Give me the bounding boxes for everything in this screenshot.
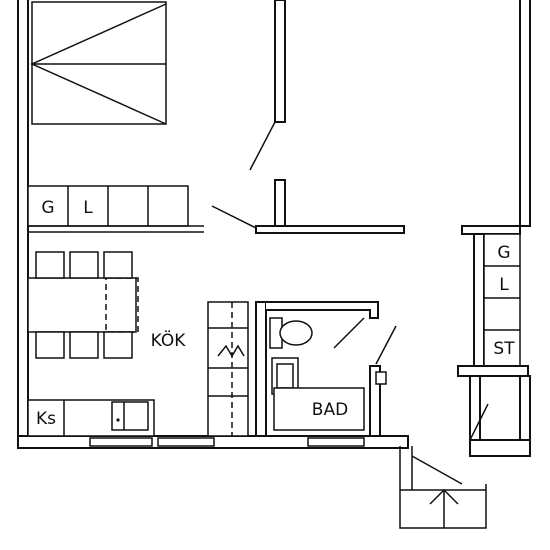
label-closet-l-right: L <box>499 275 509 295</box>
window-bottom-2 <box>157 437 215 447</box>
stove-counter <box>207 301 249 437</box>
label-closet-g-right: G <box>497 243 510 263</box>
wardrobe-left: G L <box>27 185 204 233</box>
kitchen-counter: Ks <box>27 399 155 437</box>
entrance <box>399 446 487 529</box>
chair <box>69 251 99 279</box>
bathroom: BAD <box>255 301 397 437</box>
label-storage: ST <box>493 339 515 359</box>
window-bottom-3 <box>307 437 365 447</box>
table <box>27 277 137 333</box>
right-wall <box>519 0 531 227</box>
bathroom-wall-left <box>255 301 267 437</box>
chair <box>103 251 133 279</box>
bathroom-wall-right <box>369 365 381 437</box>
label-closet-l-left: L <box>83 198 93 218</box>
bed <box>30 1 167 125</box>
bathroom-wall-top <box>266 301 379 319</box>
interior-partition <box>211 0 405 234</box>
bottom-wall-right <box>469 439 531 457</box>
label-fridge: Ks <box>36 409 56 429</box>
toilet-bowl <box>279 320 313 346</box>
left-wall <box>17 0 29 449</box>
chair <box>69 331 99 359</box>
chair <box>103 331 133 359</box>
bathtub <box>273 387 365 431</box>
label-bathroom: BAD <box>312 400 348 420</box>
sink <box>111 401 149 431</box>
dining-table <box>27 251 139 359</box>
chair <box>35 251 65 279</box>
window-bottom-1 <box>89 437 153 447</box>
outer-walls <box>17 0 531 457</box>
label-kitchen: KÖK <box>151 329 187 351</box>
chair <box>35 331 65 359</box>
label-closet-g-left: G <box>41 198 54 218</box>
closets-right: G L ST <box>457 225 529 441</box>
